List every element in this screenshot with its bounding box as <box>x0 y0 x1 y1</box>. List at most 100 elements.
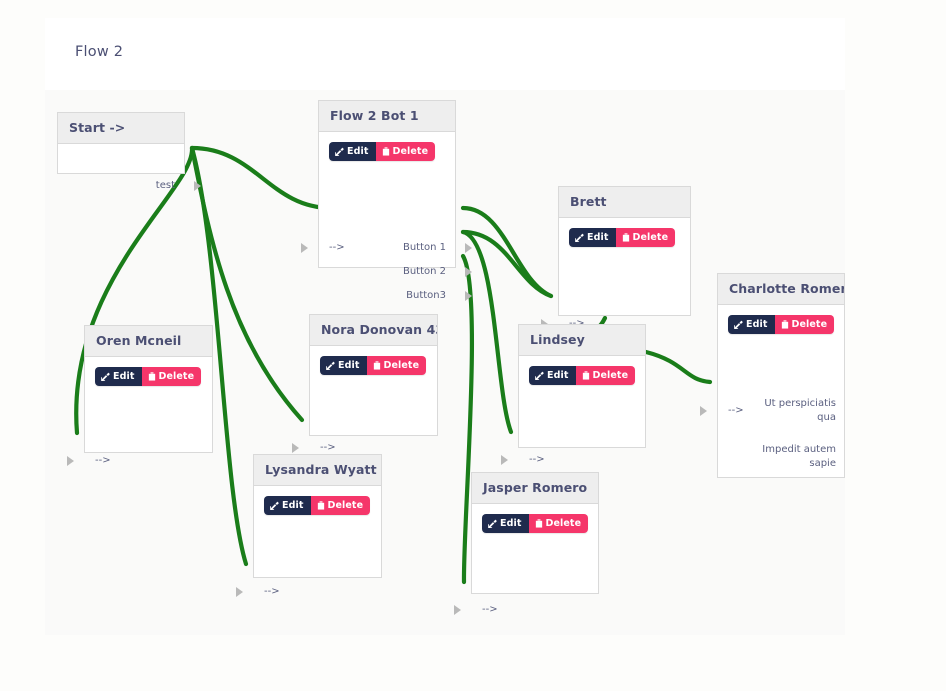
edit-icon <box>575 233 584 242</box>
input-port-brett-0[interactable]: --> <box>569 318 585 329</box>
edit-button-label: Edit <box>338 359 360 371</box>
input-port-marker-oren-0 <box>67 456 74 466</box>
node-actions-brett: Edit Delete <box>569 228 676 247</box>
node-body-brett: Edit Delete --> <box>541 218 690 329</box>
node-body-lysandra: Edit Delete --> <box>236 486 381 597</box>
node-actions-nora: Edit Delete <box>320 356 427 375</box>
input-port-charlotte-0[interactable]: --> <box>728 405 744 416</box>
edit-button-label: Edit <box>500 517 522 529</box>
delete-button-lindsey[interactable]: Delete <box>575 366 636 385</box>
delete-button-jasper[interactable]: Delete <box>528 514 589 533</box>
input-port-marker-lysandra-0 <box>236 587 243 597</box>
delete-button-label: Delete <box>392 145 429 157</box>
edit-button-flow2bot1[interactable]: Edit <box>329 142 376 161</box>
trash-icon <box>317 501 325 510</box>
node-title-flow2bot1: Flow 2 Bot 1 <box>319 101 455 132</box>
flow-edge-6 <box>460 229 514 435</box>
input-port-marker-flow2bot1-0 <box>301 243 308 253</box>
input-port-flow2bot1-0[interactable]: --> <box>329 242 345 253</box>
output-port-marker-flow2bot1-2 <box>465 291 472 301</box>
node-title-oren: Oren Mcneil <box>85 326 212 357</box>
node-body-nora: Edit Delete --> <box>292 346 437 453</box>
edit-button-lindsey[interactable]: Edit <box>529 366 576 385</box>
trash-icon <box>382 147 390 156</box>
output-port-marker-start-0 <box>194 181 201 191</box>
delete-button-oren[interactable]: Delete <box>141 367 202 386</box>
delete-button-lysandra[interactable]: Delete <box>310 496 371 515</box>
edit-icon <box>734 320 743 329</box>
node-paragraph-charlotte-1: Impedit autem sapie <box>762 444 836 469</box>
node-body-oren: Edit Delete --> <box>67 357 212 466</box>
node-actions-oren: Edit Delete <box>95 367 202 386</box>
flow-edge-9 <box>643 349 713 385</box>
delete-button-label: Delete <box>791 318 828 330</box>
flow-edge-4 <box>460 205 554 299</box>
delete-button-label: Delete <box>327 499 364 511</box>
edit-button-nora[interactable]: Edit <box>320 356 367 375</box>
edit-icon <box>488 519 497 528</box>
edit-icon <box>335 147 344 156</box>
node-paragraph-charlotte-0: Ut perspiciatis qua <box>764 398 836 423</box>
edit-button-brett[interactable]: Edit <box>569 228 616 247</box>
node-actions-lysandra: Edit Delete <box>264 496 371 515</box>
edit-button-lysandra[interactable]: Edit <box>264 496 311 515</box>
input-port-jasper-0[interactable]: --> <box>482 604 498 615</box>
flow-edge-0 <box>189 145 334 211</box>
node-title-charlotte: Charlotte Romero <box>718 274 844 305</box>
delete-button-label: Delete <box>632 231 669 243</box>
edit-button-label: Edit <box>347 145 369 157</box>
node-body-flow2bot1: Edit Delete --> Button 1 Button 2 Button3 <box>301 132 472 301</box>
node-title-jasper: Jasper Romero <box>472 473 598 504</box>
trash-icon <box>622 233 630 242</box>
input-port-marker-charlotte-0 <box>700 406 707 416</box>
edit-button-charlotte[interactable]: Edit <box>728 315 775 334</box>
edit-icon <box>101 372 110 381</box>
output-port-flow2bot1-2[interactable]: Button3 <box>406 290 446 301</box>
input-port-marker-nora-0 <box>292 443 299 453</box>
input-port-marker-jasper-0 <box>454 605 461 615</box>
trash-icon <box>373 361 381 370</box>
delete-button-label: Delete <box>158 370 195 382</box>
delete-button-brett[interactable]: Delete <box>615 228 676 247</box>
page-title: Flow 2 <box>75 44 124 60</box>
trash-icon <box>781 320 789 329</box>
node-title-start: Start -> <box>58 113 184 144</box>
input-port-oren-0[interactable]: --> <box>95 455 111 466</box>
output-port-flow2bot1-1[interactable]: Button 2 <box>402 266 446 277</box>
node-title-brett: Brett <box>559 187 690 218</box>
delete-button-label: Delete <box>383 359 420 371</box>
input-port-lysandra-0[interactable]: --> <box>264 586 280 597</box>
output-port-start-0[interactable]: test <box>155 180 175 191</box>
edit-button-oren[interactable]: Edit <box>95 367 142 386</box>
output-port-flow2bot1-0[interactable]: Button 1 <box>402 242 446 253</box>
edit-button-jasper[interactable]: Edit <box>482 514 529 533</box>
input-port-nora-0[interactable]: --> <box>320 442 336 453</box>
trash-icon <box>582 371 590 380</box>
node-actions-flow2bot1: Edit Delete <box>329 142 436 161</box>
edit-icon <box>270 501 279 510</box>
flow-node-start[interactable]: Start -> test <box>57 112 201 191</box>
delete-button-charlotte[interactable]: Delete <box>774 315 835 334</box>
delete-button-nora[interactable]: Delete <box>366 356 427 375</box>
flow-node-flow2bot1[interactable]: Flow 2 Bot 1 Edit Delete --> Button 1 Button … <box>301 100 472 301</box>
delete-button-label: Delete <box>545 517 582 529</box>
output-port-marker-flow2bot1-0 <box>465 243 472 253</box>
edit-button-label: Edit <box>746 318 768 330</box>
delete-button-flow2bot1[interactable]: Delete <box>375 142 436 161</box>
trash-icon <box>148 372 156 381</box>
flow-edge-5 <box>460 229 554 299</box>
edit-icon <box>535 371 544 380</box>
input-port-lindsey-0[interactable]: --> <box>529 454 545 465</box>
edit-button-label: Edit <box>282 499 304 511</box>
node-title-lysandra: Lysandra Wyatt <box>254 455 381 486</box>
edit-button-label: Edit <box>547 369 569 381</box>
